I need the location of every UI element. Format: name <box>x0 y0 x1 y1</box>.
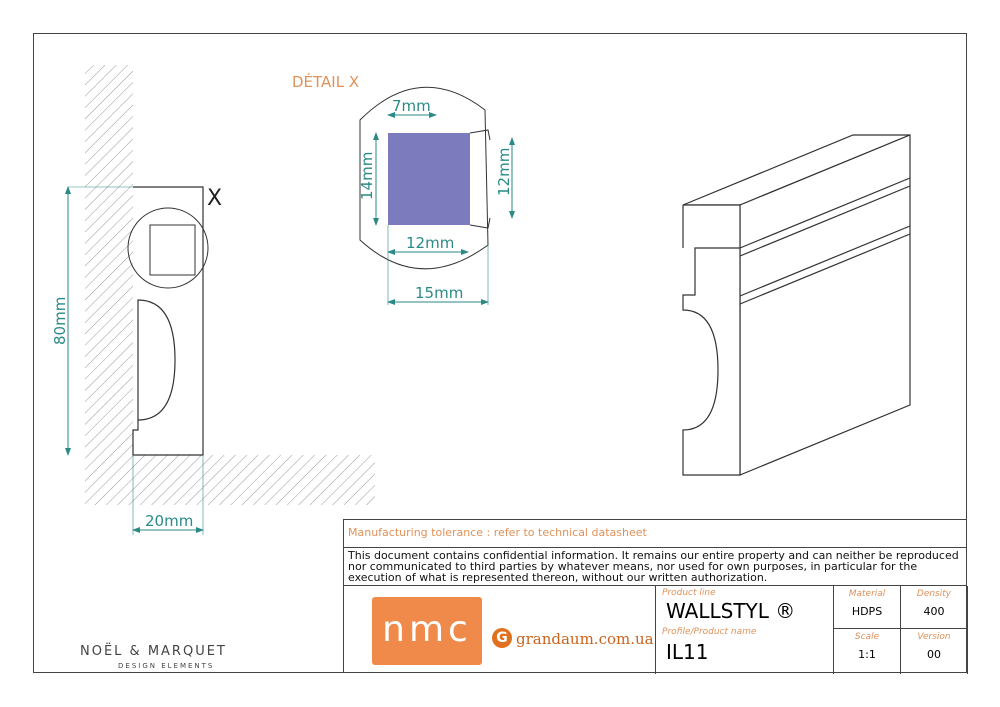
nmc-logo: nmc <box>372 597 482 665</box>
scale-label: Scale <box>854 632 880 642</box>
version-label: Version <box>917 632 951 642</box>
height-dimension: 80mm <box>51 297 69 345</box>
width-dimension: 20mm <box>145 512 193 530</box>
profile-section <box>132 186 204 456</box>
detail-title: DÉTAIL X <box>292 73 360 91</box>
led-strip <box>388 133 470 225</box>
wall-hatch <box>85 65 133 455</box>
dim-12mm-bottom: 12mm <box>406 234 454 252</box>
product-line: WALLSTYL ® <box>666 599 796 623</box>
detail-marker: X <box>207 186 222 211</box>
density-label: Density <box>916 589 952 599</box>
density-cell: Density 400 <box>901 586 968 629</box>
material-value: HDPS <box>851 605 883 618</box>
product-name-label: Profile/Product name <box>662 627 757 637</box>
product-name: IL11 <box>666 640 709 664</box>
confidentiality-note: This document contains confidential info… <box>344 548 967 586</box>
product-cell: Product line WALLSTYL ® Profile/Product … <box>656 586 834 674</box>
watermark-text: grandaum.com.ua <box>516 630 654 648</box>
product-line-label: Product line <box>662 588 716 598</box>
density-value: 400 <box>923 605 945 618</box>
tolerance-note: Manufacturing tolerance : refer to techn… <box>344 520 967 548</box>
watermark-icon: G <box>492 628 512 648</box>
version-cell: Version 00 <box>901 629 968 674</box>
brand-name: NOËL & MARQUET <box>80 644 227 659</box>
scale-value: 1:1 <box>858 648 876 661</box>
title-block: Manufacturing tolerance : refer to techn… <box>343 519 968 674</box>
dim-14mm: 14mm <box>358 152 376 200</box>
version-value: 00 <box>927 648 941 661</box>
material-label: Material <box>848 589 886 599</box>
logo-cell: nmc G grandaum.com.ua <box>344 586 656 674</box>
material-cell: Material HDPS <box>834 586 901 629</box>
brand-tagline: DESIGN ELEMENTS <box>118 662 215 670</box>
detail-circle <box>127 207 209 289</box>
dim-12mm-right: 12mm <box>495 148 513 196</box>
dim-7mm: 7mm <box>392 97 431 115</box>
floor-hatch <box>85 455 375 505</box>
isometric-view <box>682 134 911 476</box>
scale-cell: Scale 1:1 <box>834 629 901 674</box>
sheet-frame <box>33 33 967 673</box>
dim-15mm: 15mm <box>415 284 463 302</box>
